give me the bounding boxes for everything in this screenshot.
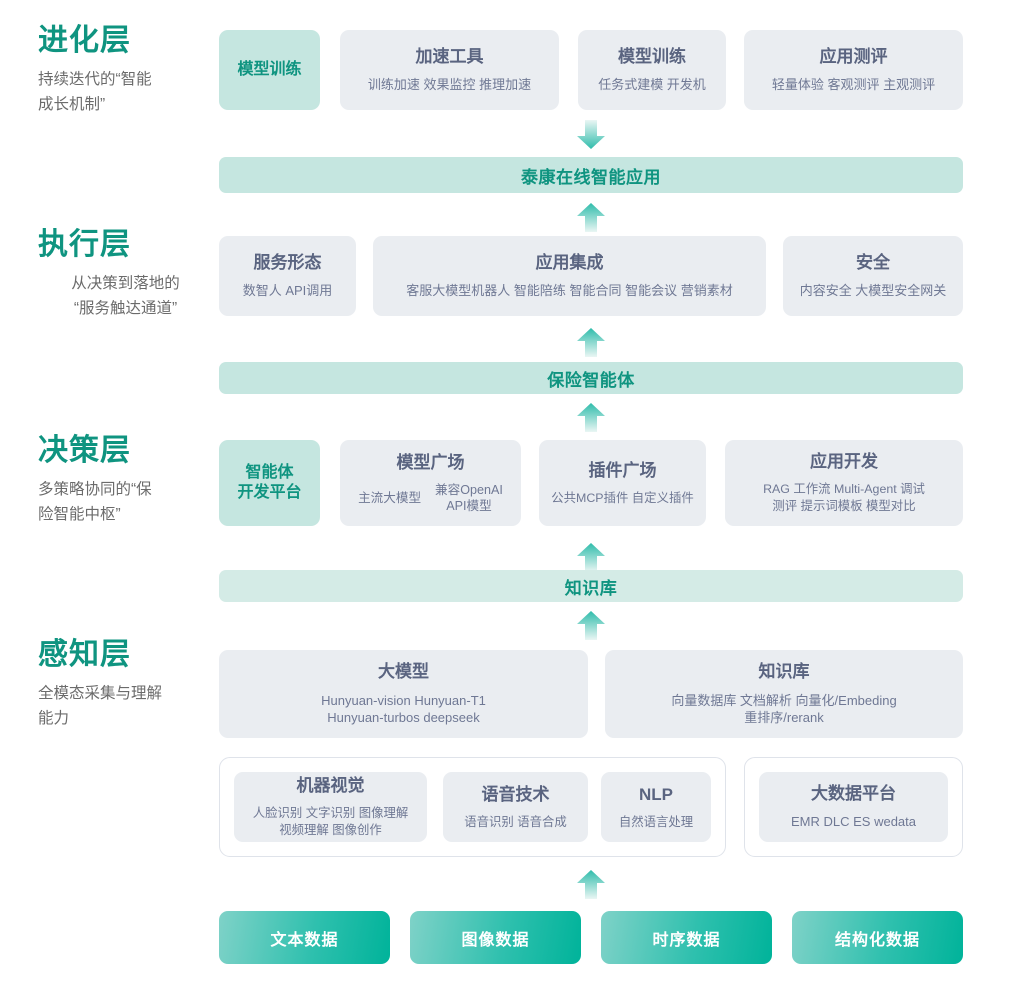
- layer-label-execution: 执行层 从决策到落地的 “服务触达通道”: [38, 228, 213, 321]
- card-execution-service-form[interactable]: 服务形态 数智人 API调用: [219, 236, 356, 316]
- card-subtitle: 语音识别 语音合成: [464, 814, 567, 829]
- band-taikang-online-ai-application: 泰康在线智能应用: [219, 157, 963, 193]
- band-knowledge-base: 知识库: [219, 570, 963, 602]
- card-evolution-model-training[interactable]: 模型训练 任务式建模 开发机: [578, 30, 726, 110]
- card-subtitle: 内容安全 大模型安全网关: [799, 283, 947, 299]
- pill-data-source-text[interactable]: 文本数据: [219, 911, 390, 964]
- card-title: 机器视觉: [296, 776, 365, 796]
- card-subtitle-line1: Hunyuan-vision Hunyuan-T1: [321, 692, 486, 708]
- layer-desc-decision-line2: 险智能中枢”: [38, 506, 121, 524]
- card-subtitle-line1: 向量数据库 文档解析 向量化/Embeding: [671, 692, 897, 708]
- card-title: 加速工具: [415, 47, 484, 67]
- card-subtitle: 自然语言处理: [618, 814, 694, 829]
- card-subtitle-line2: 重排序/rerank: [744, 710, 824, 726]
- layer-label-decision: 决策层 多策略协同的“保 险智能中枢”: [38, 434, 213, 527]
- card-decision-agent-dev-platform[interactable]: 智能体 开发平台: [219, 440, 320, 526]
- arrow-up-from-perception-icon: [574, 608, 608, 642]
- card-perception-large-model[interactable]: 大模型 Hunyuan-vision Hunyuan-T1 Hunyuan-tu…: [219, 650, 588, 738]
- layer-title-perception: 感知层: [38, 638, 131, 671]
- layer-desc-evolution-line2: 成长机制”: [38, 96, 106, 114]
- arrow-up-to-knowledge-icon: [574, 540, 608, 574]
- card-decision-application-development[interactable]: 应用开发 RAG 工作流 Multi-Agent 调试 测评 提示词模板 模型对…: [725, 440, 963, 526]
- layer-desc-execution-line1: 从决策到落地的: [71, 275, 180, 292]
- card-title: 大模型: [378, 662, 429, 682]
- card-title: NLP: [639, 784, 673, 804]
- card-subtitle-col2-line2: API模型: [446, 499, 492, 514]
- card-execution-application-integration[interactable]: 应用集成 客服大模型机器人 智能陪练 智能合同 智能会议 营销素材: [373, 236, 766, 316]
- card-subtitle: EMR DLC ES wedata: [791, 814, 916, 830]
- card-decision-plugin-plaza[interactable]: 插件广场 公共MCP插件 自定义插件: [539, 440, 706, 526]
- card-subtitle: 人脸识别 文字识别 图像理解 视频理解 图像创作: [253, 805, 409, 838]
- layer-title-evolution: 进化层: [38, 24, 131, 57]
- pill-data-source-structured[interactable]: 结构化数据: [792, 911, 963, 964]
- card-execution-security[interactable]: 安全 内容安全 大模型安全网关: [783, 236, 963, 316]
- card-evolution-application-evaluation[interactable]: 应用测评 轻量体验 客观测评 主观测评: [744, 30, 963, 110]
- card-title: 应用测评: [819, 47, 888, 67]
- card-subtitle: 客服大模型机器人 智能陪练 智能合同 智能会议 营销素材: [406, 283, 733, 299]
- card-title: 模型广场: [396, 452, 465, 472]
- pill-data-source-timeseries[interactable]: 时序数据: [601, 911, 772, 964]
- layer-label-perception: 感知层 全模态采集与理解 能力: [38, 638, 213, 731]
- layer-desc-decision: 多策略协同的“保 险智能中枢”: [38, 477, 213, 527]
- card-title: 安全: [856, 253, 890, 273]
- card-subtitle-col1: 主流大模型: [358, 490, 422, 505]
- layer-desc-perception: 全模态采集与理解 能力: [38, 681, 213, 731]
- card-perception-big-data-platform[interactable]: 大数据平台 EMR DLC ES wedata: [759, 772, 948, 842]
- card-subtitle-line1: RAG 工作流 Multi-Agent 调试: [763, 482, 925, 497]
- card-title: 知识库: [758, 662, 810, 682]
- layer-desc-perception-line2: 能力: [38, 710, 70, 728]
- layer-label-evolution: 进化层 持续迭代的“智能 成长机制”: [38, 24, 213, 117]
- card-subtitle: 数智人 API调用: [242, 283, 333, 299]
- layer-title-execution: 执行层: [38, 228, 131, 261]
- card-perception-machine-vision[interactable]: 机器视觉 人脸识别 文字识别 图像理解 视频理解 图像创作: [234, 772, 427, 842]
- arrow-up-from-data-sources-icon: [574, 867, 608, 901]
- layer-desc-execution-line2: “服务触达通道”: [73, 300, 178, 318]
- layer-desc-execution: 从决策到落地的 “服务触达通道”: [38, 271, 213, 321]
- card-subtitle: RAG 工作流 Multi-Agent 调试 测评 提示词模板 模型对比: [763, 481, 925, 514]
- card-decision-model-plaza[interactable]: 模型广场 主流大模型 兼容OpenAI API模型: [340, 440, 521, 526]
- arrow-up-to-application-icon: [574, 200, 608, 234]
- card-title: 应用集成: [535, 253, 604, 273]
- layer-desc-perception-line1: 全模态采集与理解: [38, 685, 163, 702]
- layer-desc-evolution: 持续迭代的“智能 成长机制”: [38, 67, 213, 117]
- card-perception-speech-technology[interactable]: 语音技术 语音识别 语音合成: [443, 772, 588, 842]
- card-evolution-model-training-highlight[interactable]: 模型训练: [219, 30, 320, 110]
- layer-desc-decision-line1: 多策略协同的“保: [38, 481, 152, 498]
- card-title: 插件广场: [588, 460, 657, 480]
- layer-desc-evolution-line1: 持续迭代的“智能: [38, 71, 152, 88]
- card-subtitle-columns: 主流大模型 兼容OpenAI API模型: [358, 482, 503, 515]
- card-evolution-acceleration-tools[interactable]: 加速工具 训练加速 效果监控 推理加速: [340, 30, 559, 110]
- card-subtitle-line1: 人脸识别 文字识别 图像理解: [252, 806, 409, 821]
- card-title: 模型训练: [618, 47, 686, 67]
- pill-data-source-image[interactable]: 图像数据: [410, 911, 581, 964]
- card-title-line2: 开发平台: [237, 484, 302, 501]
- card-perception-knowledge-base[interactable]: 知识库 向量数据库 文档解析 向量化/Embeding 重排序/rerank: [605, 650, 963, 738]
- arrow-up-to-decision-icon: [574, 400, 608, 434]
- card-perception-nlp[interactable]: NLP 自然语言处理: [601, 772, 711, 842]
- card-subtitle: 公共MCP插件 自定义插件: [551, 490, 694, 505]
- card-subtitle-line2: 视频理解 图像创作: [279, 823, 382, 838]
- card-title: 应用开发: [810, 452, 878, 472]
- arrow-down-to-application-icon: [574, 118, 608, 152]
- arrow-up-to-agent-icon: [574, 325, 608, 359]
- card-subtitle: 任务式建模 开发机: [598, 77, 706, 93]
- card-title-line1: 智能体: [245, 464, 294, 481]
- layer-title-decision: 决策层: [38, 434, 131, 467]
- card-subtitle-line2: Hunyuan-turbos deepseek: [327, 710, 480, 726]
- card-title: 模型训练: [237, 61, 302, 78]
- card-title: 服务形态: [253, 253, 322, 273]
- card-subtitle: 轻量体验 客观测评 主观测评: [771, 77, 936, 93]
- card-subtitle-col2-line1: 兼容OpenAI: [435, 482, 503, 497]
- card-subtitle-col2: 兼容OpenAI API模型: [435, 482, 503, 515]
- card-title: 语音技术: [481, 784, 550, 804]
- card-subtitle: Hunyuan-vision Hunyuan-T1 Hunyuan-turbos…: [321, 692, 486, 727]
- card-subtitle: 向量数据库 文档解析 向量化/Embeding 重排序/rerank: [671, 692, 896, 727]
- band-insurance-agent: 保险智能体: [219, 362, 963, 394]
- card-subtitle: 训练加速 效果监控 推理加速: [367, 77, 532, 93]
- card-title: 大数据平台: [811, 784, 896, 804]
- card-subtitle-line2: 测评 提示词模板 模型对比: [772, 499, 916, 514]
